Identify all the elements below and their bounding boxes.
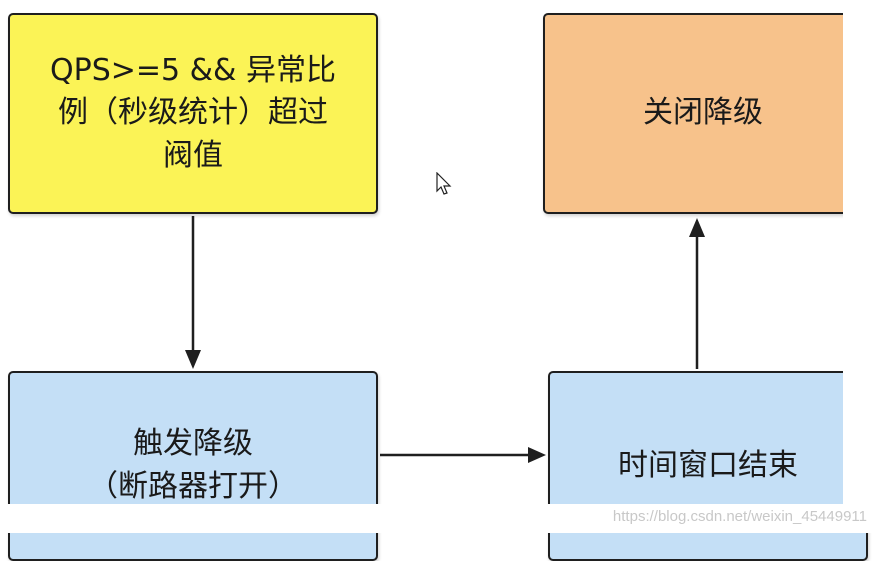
edge-window-to-close-arrowhead (689, 218, 705, 237)
right-crop-area (843, 0, 875, 533)
edge-condition-to-trigger-arrowhead (185, 350, 201, 369)
close-degrade-node-label: 关闭降级 (643, 95, 763, 131)
trigger-degrade-node-label: 触发降级 （断路器打开） (88, 426, 298, 504)
condition-node: QPS>=5 && 异常比 例（秒级统计）超过 阀值 (8, 13, 378, 214)
bottom-crop-area (0, 504, 875, 533)
edges-layer (185, 216, 705, 463)
edge-trigger-to-window-arrowhead (528, 447, 546, 463)
condition-node-label: QPS>=5 && 异常比 例（秒级统计）超过 阀值 (50, 52, 336, 173)
watermark: https://blog.csdn.net/weixin_45449911 (612, 508, 867, 525)
time-window-end-node-label: 时间窗口结束 (618, 447, 798, 483)
arrow-cursor-icon (436, 172, 452, 195)
